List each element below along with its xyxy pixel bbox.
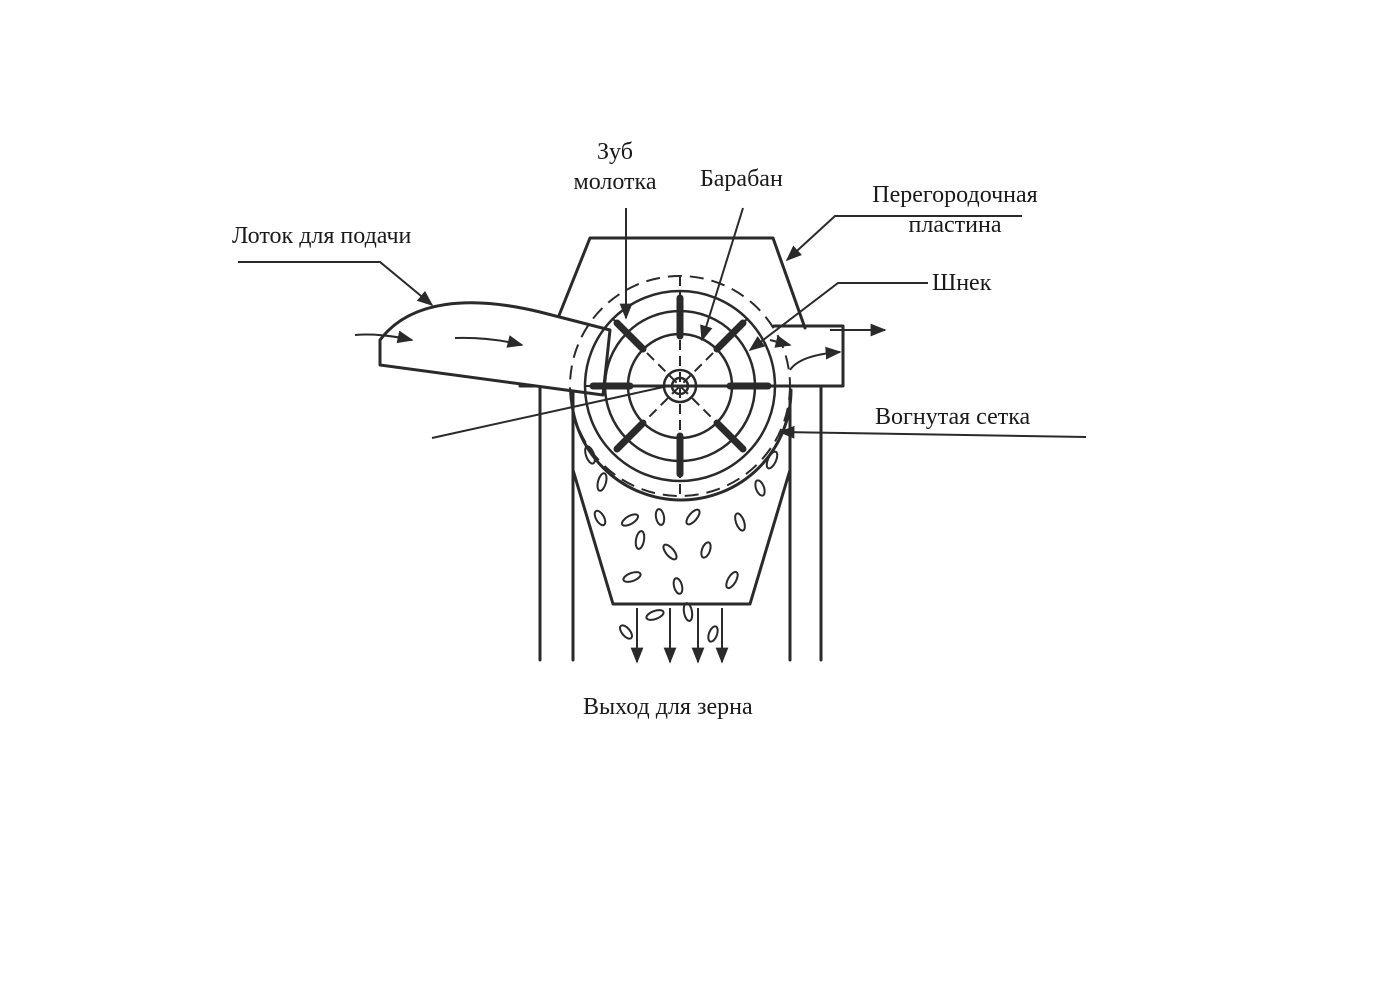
right-leg [788,386,823,662]
left-leader [431,385,669,439]
partition-plate-label: Перегородочная пластина [872,182,1038,238]
grain-outlet-arrows [630,608,729,664]
auger-label: Шнек [932,270,992,296]
drum-label: Барабан [700,166,783,192]
feed-tray-shape [378,301,612,397]
concave-screen-label: Вогнутая сетка [875,404,1031,430]
partition-plate-leader [785,215,1022,262]
feed-tray-label: Лоток для подачи [232,223,412,249]
hammer-tooth-label: Зуб молотка [573,139,657,195]
left-leg [538,386,575,662]
grain-outlet-label: Выход для зерна [583,694,753,720]
upper-housing [556,236,807,330]
feed-tray-leader [238,261,434,307]
auger-leader [748,282,928,351]
concave-screen-leader [778,425,1087,439]
grain-hopper [571,468,792,606]
flow-arrows [354,323,887,371]
auger-housing [772,324,845,388]
grains [584,445,779,643]
hammer-teeth [589,294,772,478]
drum-leader [700,207,744,342]
leader-lines [238,207,1087,439]
